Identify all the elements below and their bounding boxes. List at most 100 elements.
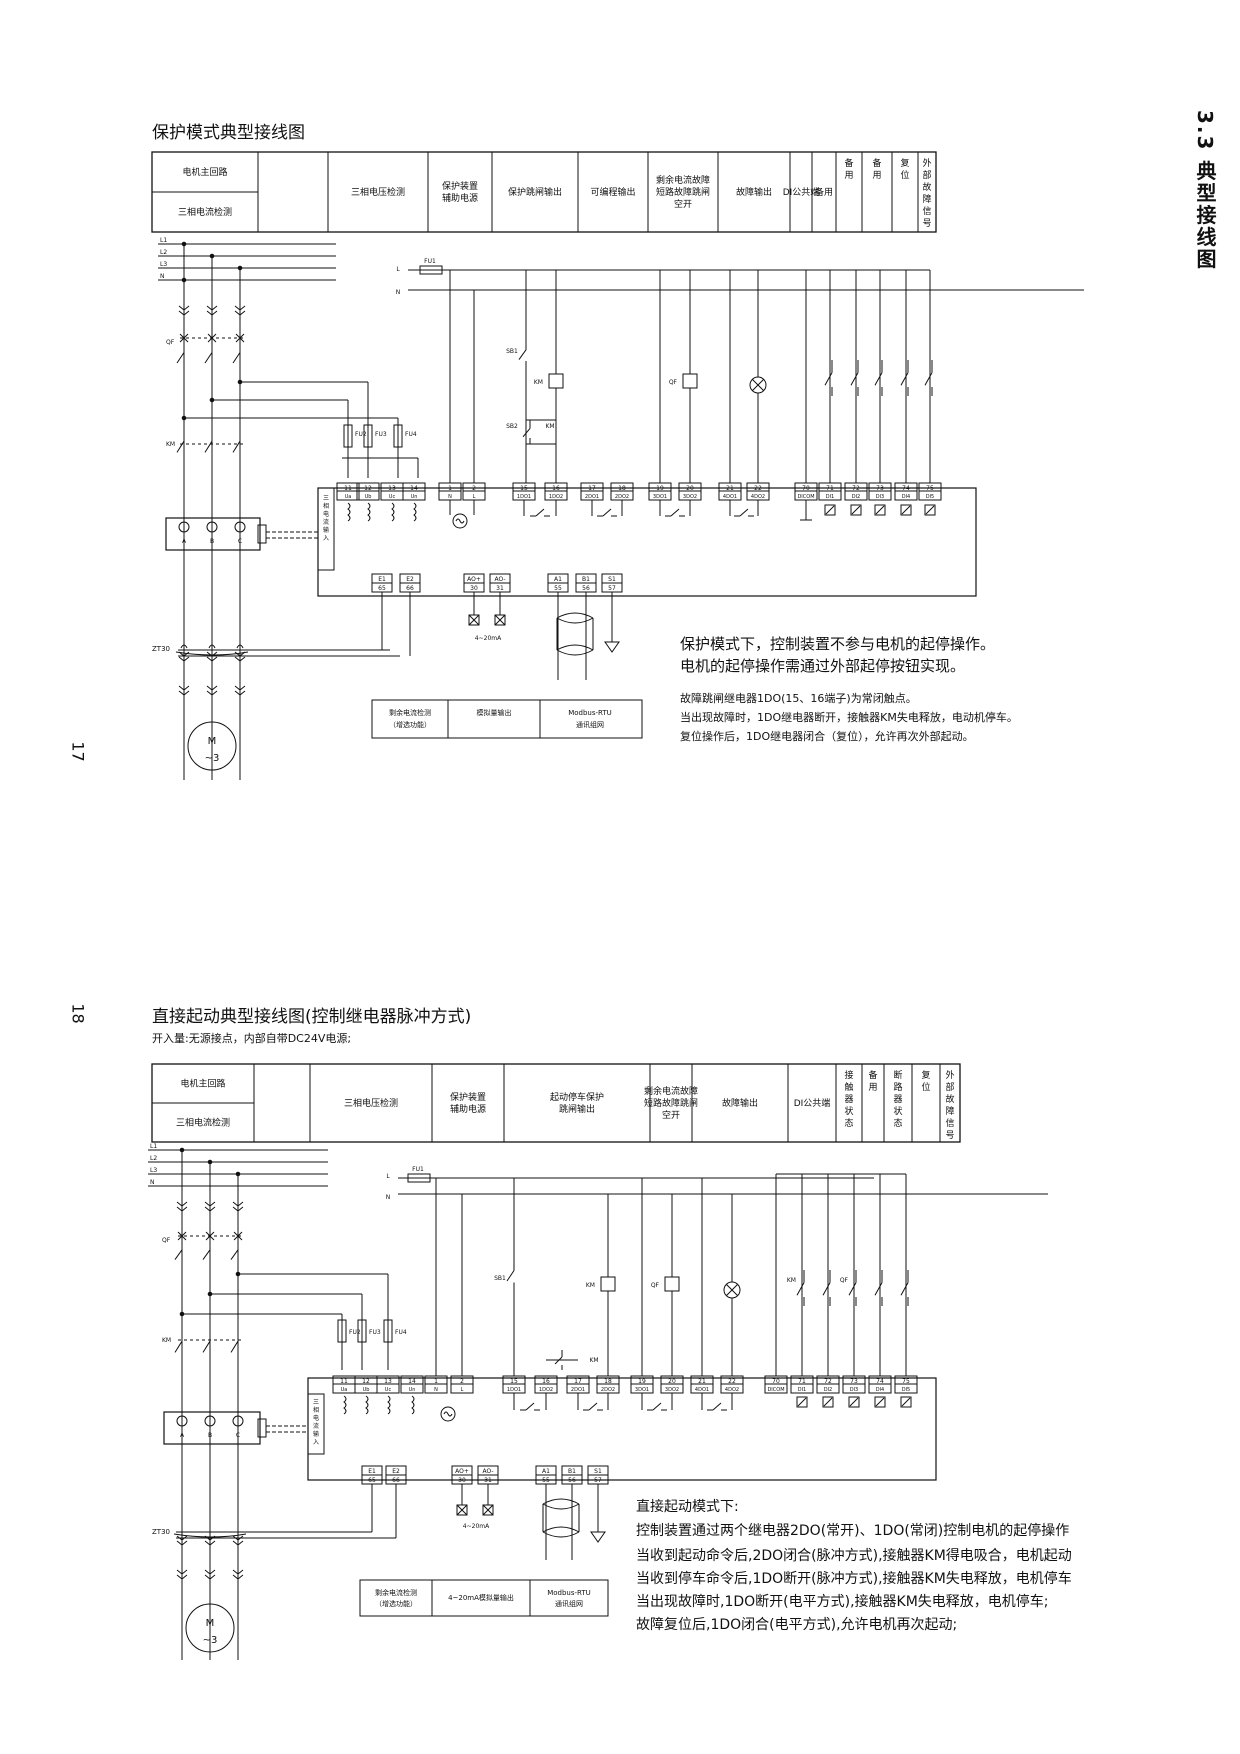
ct-hole [232, 1415, 244, 1427]
contact [204, 352, 213, 364]
ct-tab [257, 524, 267, 544]
coil-label: QF [669, 379, 678, 386]
winding-icon [367, 502, 371, 522]
header-cell-vertical: 故 [922, 181, 931, 193]
sb2-label: SB2 [506, 423, 518, 430]
label-zt30: ZT30 [152, 1528, 170, 1536]
terminal-name: DI3 [876, 494, 885, 500]
terminal-name: DI4 [902, 494, 911, 500]
terminal-name: DICOM [767, 1387, 784, 1393]
ct-hole [234, 521, 246, 533]
d2-note-1: 直接起动模式下: [636, 1499, 739, 1515]
bus-label: L3 [150, 1167, 157, 1174]
header-cell-vertical: 障 [945, 1105, 954, 1117]
terminal-number: 1 [448, 485, 452, 492]
terminal-number: 11 [340, 1378, 348, 1385]
ct-label: B [210, 538, 214, 545]
terminal-number: AO+ [467, 576, 481, 583]
terminal-number: 19 [638, 1378, 646, 1385]
connector-icon [176, 1201, 188, 1212]
d2-note-2: 控制装置通过两个继电器2DO(常开)、1DO(常闭)控制电机的起停操作 [636, 1523, 1070, 1539]
terminal-name: 56 [568, 1477, 576, 1484]
ct-label: A [182, 538, 187, 545]
d1-note-small-1: 故障跳闸继电器1DO(15、16端子)为常闭触点。 [680, 692, 917, 705]
bus-label: L3 [160, 261, 167, 268]
bottom-box-label: 剩余电流检测 [389, 708, 431, 717]
contact [796, 1282, 805, 1296]
fuse-icon [383, 1319, 393, 1343]
ct-block [165, 517, 261, 551]
header-cell-vertical: 外 [945, 1069, 954, 1081]
contact [232, 352, 241, 364]
terminal-name: 1DO2 [539, 1387, 553, 1393]
diagram2-title: 直接起动典型接线图(控制继电器脉冲方式) [152, 1007, 472, 1027]
terminal-name: DI1 [826, 494, 835, 500]
header-cell: 保护装置 [450, 1091, 486, 1103]
bus-label: N [150, 1179, 155, 1186]
ac-source-icon [452, 513, 468, 529]
terminal-number: 17 [588, 485, 596, 492]
connector-icon [234, 305, 246, 316]
terminal-number: 21 [698, 1378, 706, 1385]
current-input-label: 输 [313, 1430, 319, 1438]
label-zt30: ZT30 [152, 645, 170, 653]
terminal-number: 75 [902, 1378, 910, 1385]
header-cell: 保护装置 [442, 180, 478, 192]
header-cell-vertical: 器 [844, 1094, 853, 1105]
header-cell-vertical: 触 [844, 1081, 853, 1093]
current-input-label: 三 [313, 1399, 319, 1406]
ct-hole [206, 521, 218, 533]
contact [174, 1340, 183, 1353]
contact [824, 372, 833, 386]
di-box [925, 505, 935, 515]
di-box [824, 504, 836, 516]
header-cell: 备用 [815, 186, 833, 198]
di-box [875, 505, 885, 515]
winding-icon [413, 502, 417, 522]
terminal-number: A1 [554, 576, 562, 583]
header-cell-vertical: 部 [922, 169, 931, 181]
zt-core [236, 644, 244, 649]
terminal-name: 2DO1 [585, 494, 599, 500]
terminal-number: 16 [552, 485, 560, 492]
bus-label: L2 [150, 1155, 157, 1162]
contact [848, 1282, 857, 1296]
header-cell-vertical: 器 [893, 1094, 902, 1105]
d1-note-big-1: 保护模式下，控制装置不参与电机的起停操作。 [680, 635, 996, 653]
header-cell-vertical: 号 [922, 218, 931, 229]
di-box [924, 504, 936, 516]
terminal-name: 1DO1 [517, 494, 531, 500]
zt-core [180, 644, 188, 649]
header-cell-motor: 电机主回路 [182, 166, 227, 178]
terminal-name: 3DO1 [635, 1387, 649, 1393]
di-km-label: KM [787, 1277, 796, 1284]
sb1-label: SB1 [506, 348, 518, 355]
fuse-label: FU2 [355, 431, 367, 438]
current-input-label: 三 [323, 495, 329, 502]
terminal-number: 18 [618, 485, 626, 492]
terminal-number: 73 [850, 1378, 858, 1385]
fuse-label: FU2 [349, 1329, 361, 1336]
header-cell-vertical: 态 [893, 1117, 902, 1129]
header-cell: 空开 [674, 198, 692, 210]
label-N: N [386, 1194, 391, 1201]
ct-label: B [208, 1432, 212, 1439]
terminal-name: DI2 [824, 1387, 833, 1393]
bottom-box-label: 通讯组网 [555, 1599, 583, 1608]
ct-hole [176, 1415, 188, 1427]
connector-icon [206, 685, 218, 696]
lamp-icon [726, 1284, 738, 1296]
breaker-x [177, 1231, 187, 1241]
ao-box [468, 614, 480, 626]
header-cell: 三相电压检测 [344, 1097, 398, 1109]
label-L: L [386, 1173, 390, 1180]
terminal-number: 11 [344, 485, 352, 492]
ct-label: C [238, 538, 242, 545]
connector-icon [232, 1201, 244, 1212]
header-cell-vertical: 故 [945, 1093, 954, 1105]
bottom-box-table [371, 699, 643, 739]
terminal-number: 74 [902, 485, 910, 492]
terminal-name: 30 [470, 585, 478, 592]
header-cell-vertical: 信 [945, 1117, 954, 1129]
header-cell: 空开 [662, 1109, 680, 1121]
